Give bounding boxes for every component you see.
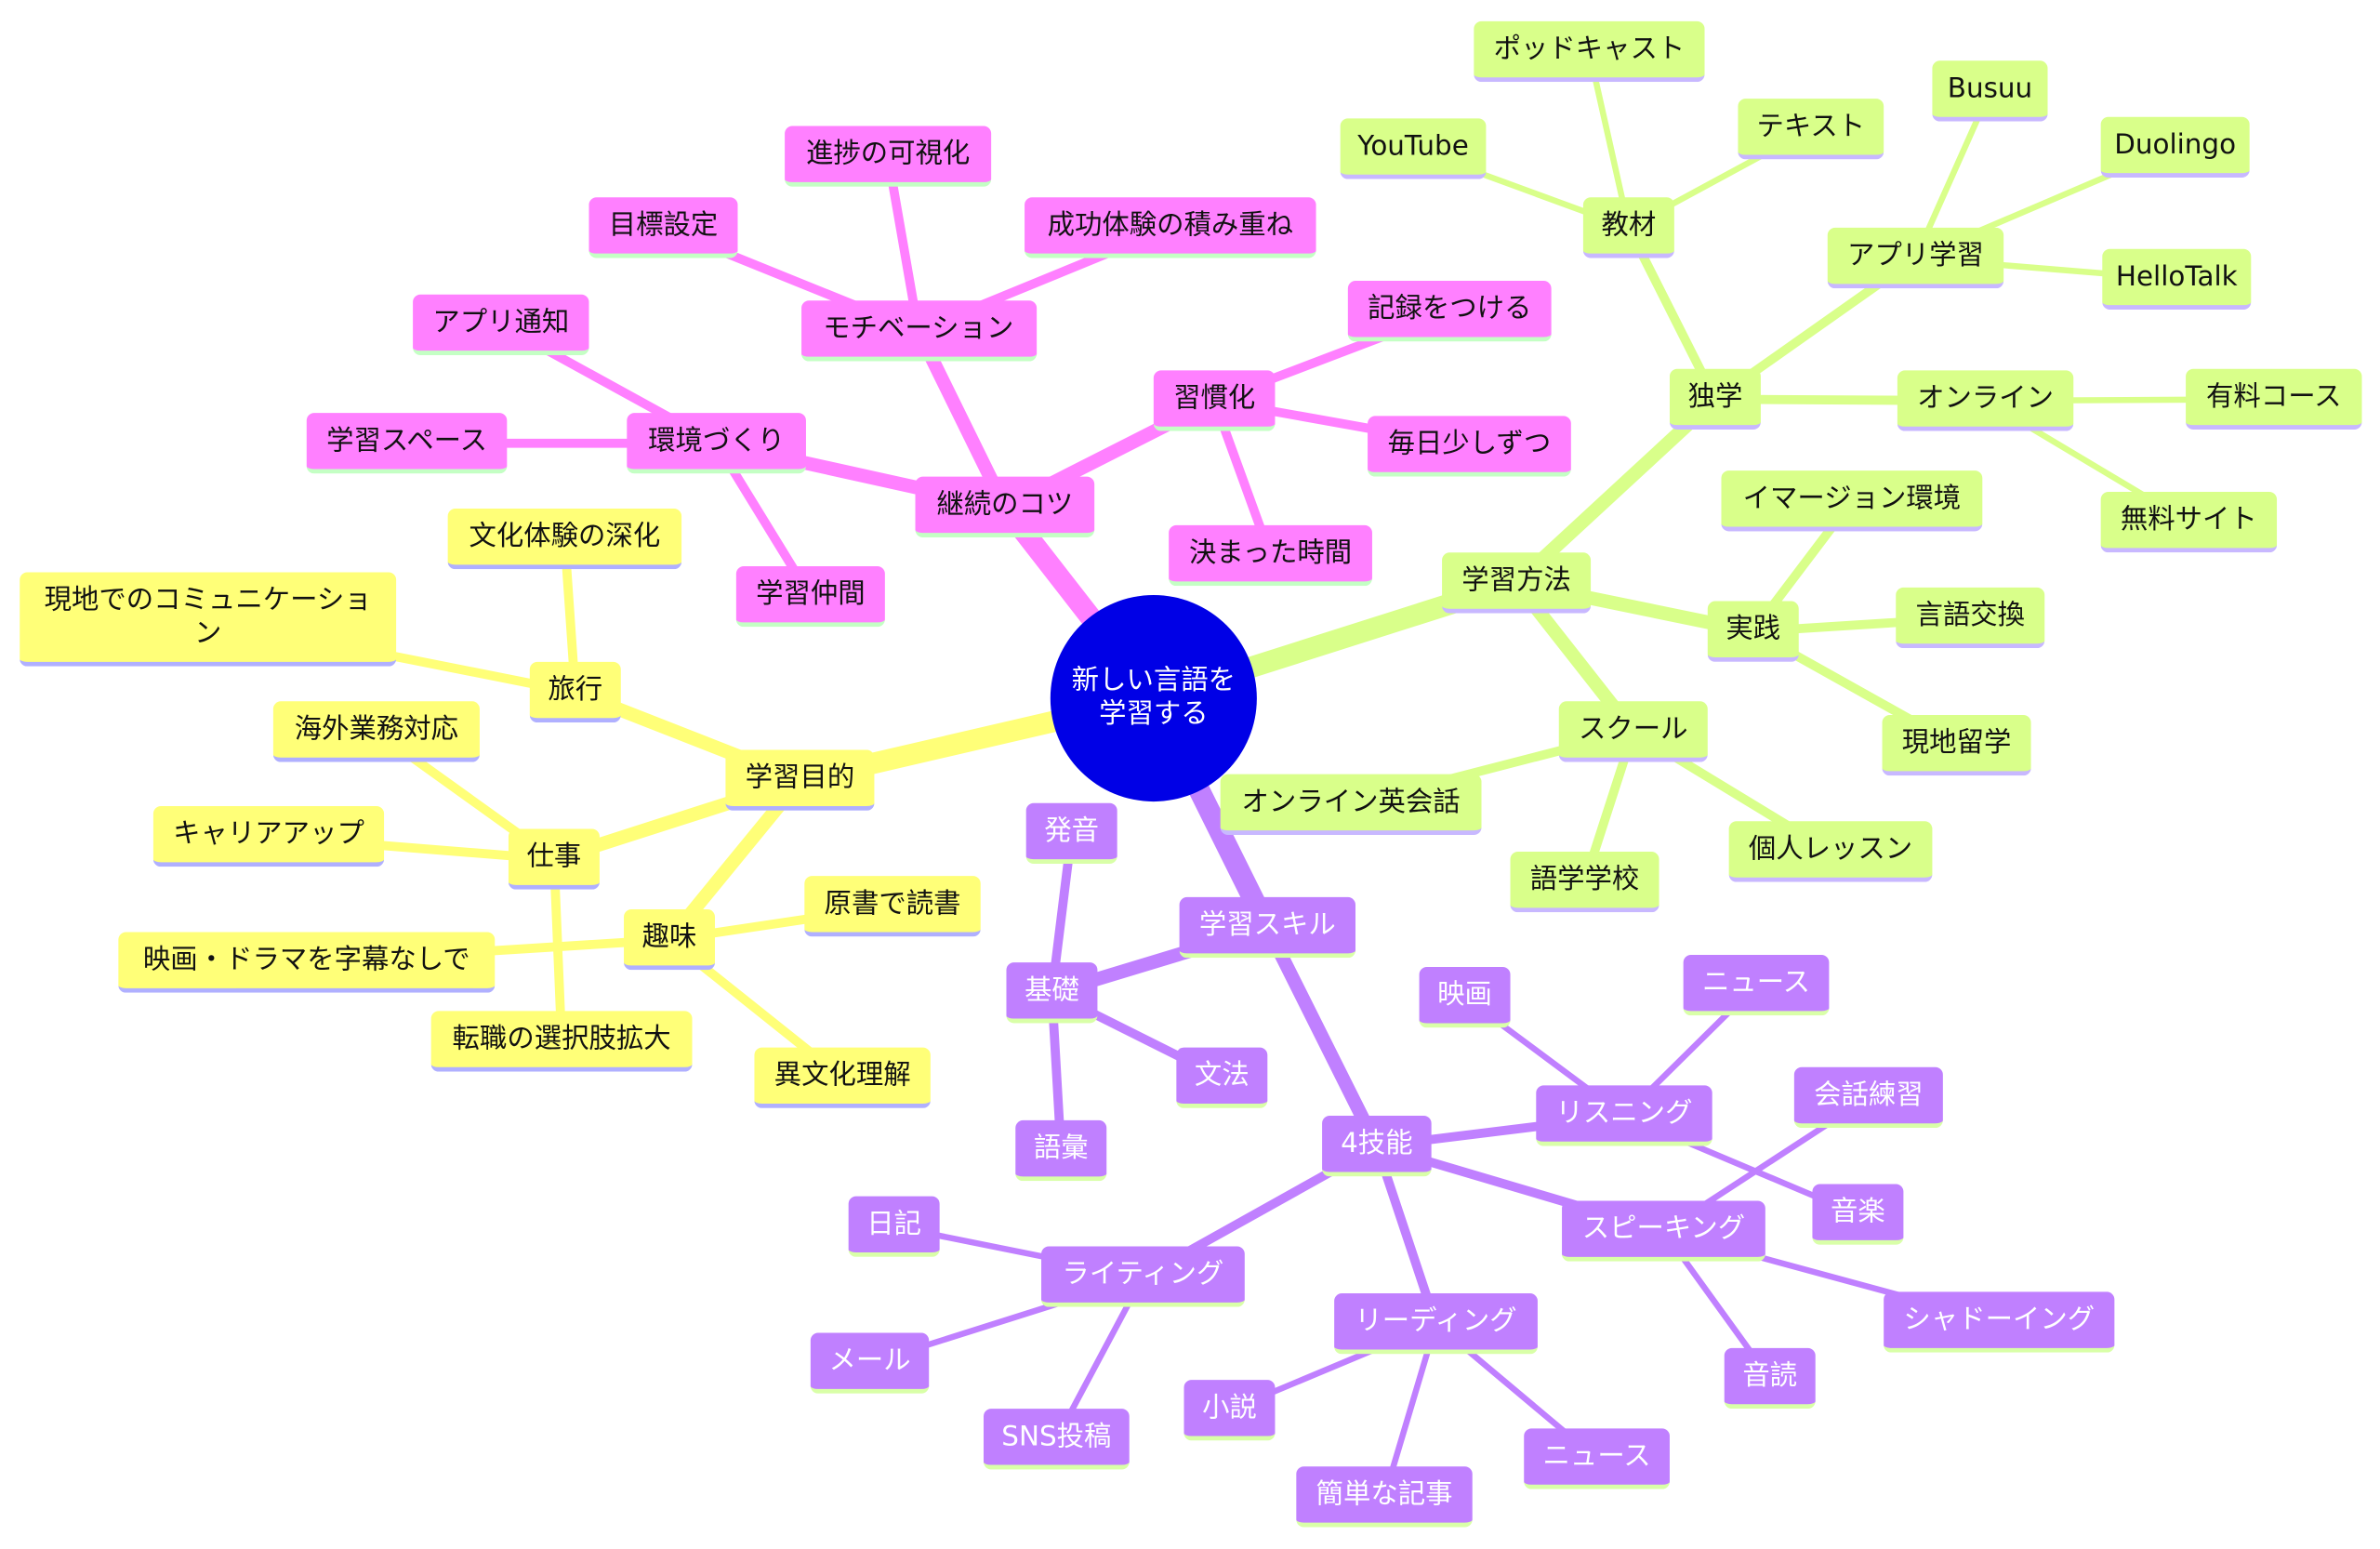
node-モチベーション[interactable]: モチベーション [800, 300, 1037, 362]
node-シャドーイング[interactable]: シャドーイング [1884, 1291, 2115, 1353]
node-スピーキング[interactable]: スピーキング [1562, 1200, 1765, 1262]
node-文化体験の深化[interactable]: 文化体験の深化 [447, 508, 682, 570]
node-実践[interactable]: 実践 [1707, 601, 1799, 662]
node-会話練習[interactable]: 会話練習 [1793, 1066, 1943, 1129]
node-日記[interactable]: 日記 [848, 1196, 940, 1257]
node-Duolingo[interactable]: Duolingo [2100, 116, 2250, 179]
node-継続のコツ[interactable]: 継続のコツ [915, 476, 1095, 537]
node-成功体験の積み重ね[interactable]: 成功体験の積み重ね [1025, 197, 1316, 258]
node-ポッドキャスト[interactable]: ポッドキャスト [1474, 20, 1705, 83]
node-オンライン英会話[interactable]: オンライン英会話 [1220, 774, 1482, 835]
node-学習仲間[interactable]: 学習仲間 [735, 565, 885, 628]
root-node[interactable]: 新しい言語を学習する [1050, 595, 1257, 802]
node-基礎[interactable]: 基礎 [1006, 962, 1098, 1024]
node-学習スキル[interactable]: 学習スキル [1179, 896, 1356, 959]
node-目標設定[interactable]: 目標設定 [588, 197, 738, 258]
node-メール[interactable]: メール [810, 1332, 930, 1394]
node-教材[interactable]: 教材 [1582, 197, 1674, 258]
node-キャリアアップ[interactable]: キャリアアップ [152, 805, 385, 867]
node-趣味[interactable]: 趣味 [624, 908, 716, 971]
node-習慣化[interactable]: 習慣化 [1153, 370, 1276, 431]
node-オンライン[interactable]: オンライン [1897, 370, 2074, 431]
node-異文化理解[interactable]: 異文化理解 [754, 1047, 931, 1108]
node-発音[interactable]: 発音 [1025, 802, 1117, 865]
node-Busuu[interactable]: Busuu [1932, 60, 2048, 122]
node-無料サイト[interactable]: 無料サイト [2100, 491, 2278, 553]
node-決まった時間[interactable]: 決まった時間 [1169, 524, 1372, 587]
node-4技能[interactable]: 4技能 [1322, 1116, 1432, 1177]
node-小説[interactable]: 小説 [1183, 1380, 1276, 1441]
node-毎日少しずつ[interactable]: 毎日少しずつ [1368, 416, 1571, 477]
node-学習目的[interactable]: 学習目的 [725, 749, 875, 811]
node-SNS投稿[interactable]: SNS投稿 [983, 1409, 1130, 1470]
node-語学学校[interactable]: 語学学校 [1510, 851, 1659, 913]
node-転職の選択肢拡大[interactable]: 転職の選択肢拡大 [430, 1011, 693, 1072]
node-簡単な記事[interactable]: 簡単な記事 [1296, 1466, 1473, 1528]
node-YouTube[interactable]: YouTube [1340, 118, 1487, 179]
node-音読[interactable]: 音読 [1724, 1347, 1816, 1410]
node-アプリ学習[interactable]: アプリ学習 [1827, 227, 2004, 289]
node-原書で読書[interactable]: 原書で読書 [804, 876, 981, 937]
node-アプリ通知[interactable]: アプリ通知 [413, 294, 589, 356]
node-海外業務対応[interactable]: 海外業務対応 [272, 701, 480, 762]
node-語彙[interactable]: 語彙 [1015, 1119, 1107, 1182]
node-ニュース[interactable]: ニュース [1524, 1428, 1670, 1489]
node-HelloTalk[interactable]: HelloTalk [2102, 248, 2252, 311]
node-旅行[interactable]: 旅行 [529, 661, 621, 723]
node-ニュース[interactable]: ニュース [1683, 954, 1830, 1016]
node-ライティング[interactable]: ライティング [1041, 1246, 1245, 1307]
node-音楽[interactable]: 音楽 [1812, 1184, 1904, 1245]
node-仕事[interactable]: 仕事 [508, 828, 600, 890]
node-文法[interactable]: 文法 [1176, 1047, 1268, 1108]
node-リーディング[interactable]: リーディング [1334, 1293, 1538, 1355]
node-学習方法[interactable]: 学習方法 [1442, 552, 1592, 614]
node-映画・ドラマを字幕なしで[interactable]: 映画・ドラマを字幕なしで [118, 932, 496, 993]
edge-4技能 [1260, 920, 1384, 1154]
node-テキスト[interactable]: テキスト [1738, 99, 1884, 160]
node-スクール[interactable]: スクール [1558, 701, 1708, 762]
node-現地留学[interactable]: 現地留学 [1882, 715, 2031, 776]
node-有料コース[interactable]: 有料コース [2186, 368, 2362, 430]
node-学習スペース[interactable]: 学習スペース [306, 413, 508, 474]
edge-独学 [1509, 392, 1723, 590]
node-イマージョン環境[interactable]: イマージョン環境 [1721, 470, 1983, 532]
node-言語交換[interactable]: 言語交換 [1896, 587, 2045, 649]
node-映画[interactable]: 映画 [1419, 967, 1511, 1028]
node-個人レッスン[interactable]: 個人レッスン [1728, 821, 1933, 882]
node-リスニング[interactable]: リスニング [1536, 1085, 1712, 1146]
node-記録をつける[interactable]: 記録をつける [1347, 281, 1552, 342]
node-進捗の可視化[interactable]: 進捗の可視化 [785, 126, 992, 187]
node-現地でのコミュニケーション[interactable]: 現地でのコミュニケーション [20, 572, 397, 667]
node-環境づくり[interactable]: 環境づくり [627, 413, 806, 474]
node-独学[interactable]: 独学 [1669, 368, 1761, 430]
